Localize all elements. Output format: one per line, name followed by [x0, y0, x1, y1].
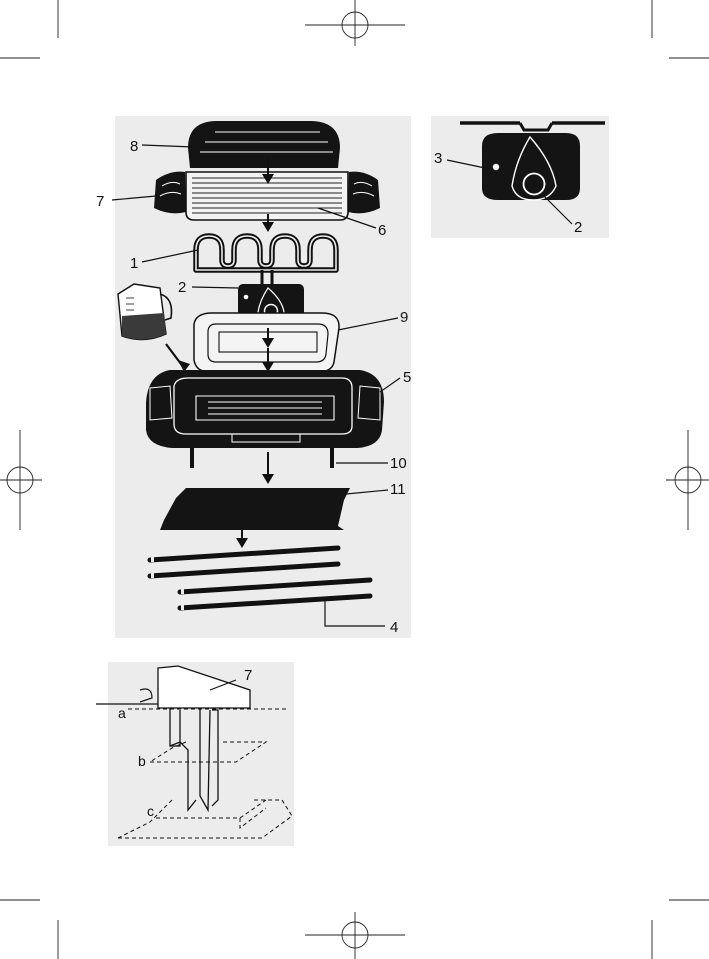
callout-8: 8: [130, 138, 138, 155]
registration-mark-bottom: [305, 912, 405, 959]
feet-rods-part: [150, 548, 370, 610]
side-handle-right-part: [348, 172, 380, 214]
callout-5: 5: [403, 369, 411, 386]
registration-mark-left: [0, 430, 42, 530]
registration-mark-top: [305, 0, 405, 46]
callout-7: 7: [96, 193, 104, 210]
position-label-c: c: [147, 803, 154, 819]
position-label-a: a: [118, 705, 126, 721]
callout-2: 2: [178, 279, 186, 296]
callout-9: 9: [400, 309, 408, 326]
measuring-jug-part: [118, 284, 190, 372]
callout-4: 4: [390, 619, 398, 636]
callout-10: 10: [390, 455, 407, 472]
position-label-b: b: [138, 753, 146, 769]
side-handle-left-part: [154, 172, 186, 214]
bottom-plate-part: [160, 488, 350, 530]
callout-3-detail: 3: [434, 150, 442, 167]
callout-11: 11: [390, 481, 406, 498]
lid-cover-part: [188, 121, 340, 168]
heating-element-part: [196, 236, 336, 284]
registration-mark-right: [666, 430, 709, 530]
callout-1: 1: [130, 255, 138, 272]
callout-7-install: 7: [244, 667, 252, 684]
grill-base-part: [146, 370, 384, 468]
handle-install-view: [96, 666, 292, 838]
thermostat-detail-view: [447, 123, 605, 224]
callout-2-detail: 2: [574, 219, 582, 236]
callout-6: 6: [378, 222, 386, 239]
